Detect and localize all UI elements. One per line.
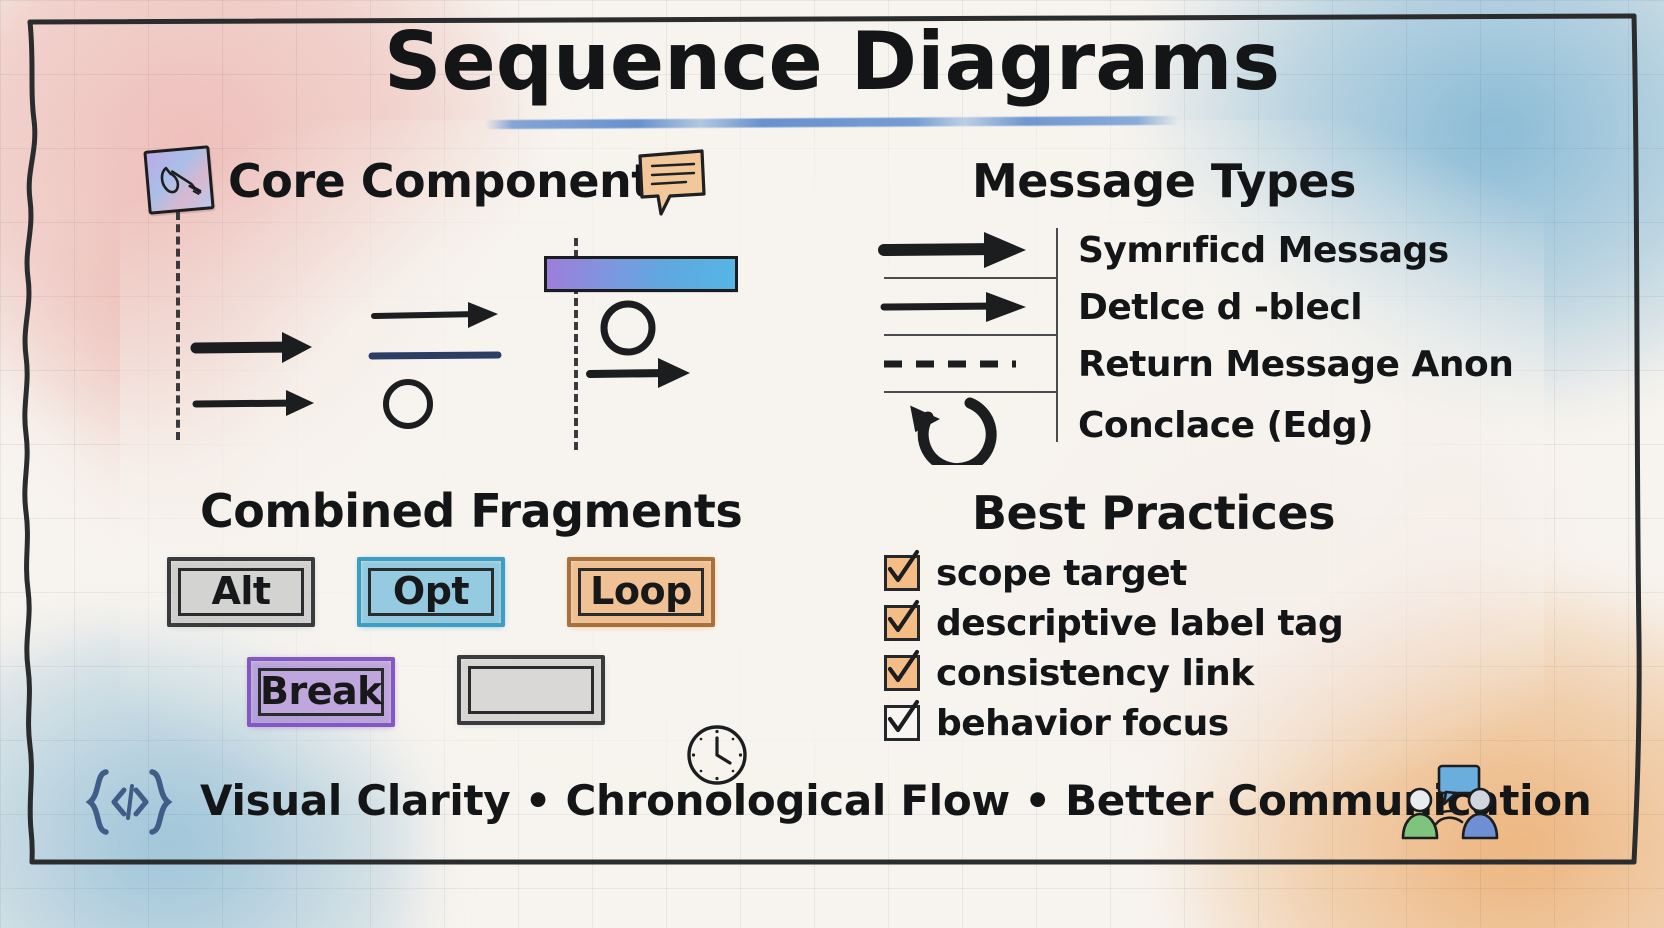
checkbox-checked-icon[interactable] (884, 549, 920, 591)
actor-lifeline-icon (143, 145, 215, 215)
row-divider (884, 277, 1056, 279)
footer-tagline: Visual Clarity • Chronological Flow • Be… (200, 776, 1592, 825)
message-type-row: Symrıficd Messags (860, 222, 1480, 279)
message-type-row: Return Message Anon (860, 336, 1514, 393)
checklist-item[interactable]: consistency link (884, 648, 1343, 698)
core-message-arrow-right (586, 300, 690, 388)
section-heading-best-practices: Best Practices (972, 486, 1335, 540)
core-message-arrows-left (190, 332, 314, 416)
checklist-item[interactable]: behavior focus (884, 698, 1343, 748)
solid-arrow-thick-icon (860, 222, 1056, 279)
page-title: Sequence Diagrams (383, 15, 1281, 108)
checklist-label: descriptive label tag (936, 602, 1344, 644)
fragment-box-opt[interactable]: Opt (357, 557, 505, 627)
code-braces-icon (85, 769, 173, 835)
note-callout-icon (638, 149, 706, 216)
message-type-label: Conclace (Edg) (1078, 404, 1374, 446)
message-type-row: Detlce d -blecl (860, 279, 1480, 336)
checkbox-checked-icon[interactable] (884, 699, 920, 741)
checklist-item[interactable]: descriptive label tag (884, 598, 1344, 648)
title-underline (484, 115, 1180, 130)
fragment-label: Loop (590, 569, 692, 613)
checkbox-checked-icon[interactable] (884, 599, 920, 641)
lifeline-dashed-right (574, 238, 578, 450)
row-divider (884, 391, 1056, 393)
message-types-list: Symrıficd Messags Detlce d -blecl (860, 222, 1514, 474)
section-heading-core-components: Core Components (228, 154, 680, 208)
dashed-arrow-icon (860, 336, 1056, 393)
activation-bar (544, 256, 738, 292)
message-type-label: Symrıficd Messags (1078, 230, 1449, 271)
core-message-arrow-mid (368, 302, 502, 429)
checklist-label: consistency link (936, 652, 1254, 694)
fragment-box-loop[interactable]: Loop (567, 557, 715, 627)
checklist-label: scope target (936, 552, 1187, 594)
fragment-label: Alt (211, 569, 271, 613)
section-heading-combined-fragments: Combined Fragments (200, 484, 743, 538)
checklist-label: behavior focus (936, 702, 1229, 744)
checklist-item[interactable]: scope target (884, 548, 1343, 598)
message-type-label: Return Message Anon (1078, 344, 1514, 385)
people-communication-icon (1401, 764, 1499, 840)
fragment-label: Opt (392, 569, 470, 613)
section-heading-message-types: Message Types (972, 154, 1356, 208)
message-type-label: Detlce d -blecl (1078, 287, 1363, 328)
fragment-box-break[interactable]: Break (247, 657, 395, 727)
fragment-box-empty[interactable] (457, 655, 605, 725)
checkbox-checked-icon[interactable] (884, 649, 920, 691)
best-practices-checklist: scope target descriptive label tag consi… (884, 548, 1344, 748)
row-divider (884, 334, 1056, 336)
fragment-inline (468, 666, 594, 714)
message-type-row: Conclace (Edg) (860, 393, 1480, 474)
fragment-box-alt[interactable]: Alt (167, 557, 315, 627)
lifeline-dashed-left (176, 212, 180, 440)
clock-icon (687, 725, 747, 785)
self-loop-arrow-icon (860, 393, 1056, 474)
fragment-label: Break (260, 669, 382, 713)
solid-arrow-thin-icon (860, 279, 1056, 336)
